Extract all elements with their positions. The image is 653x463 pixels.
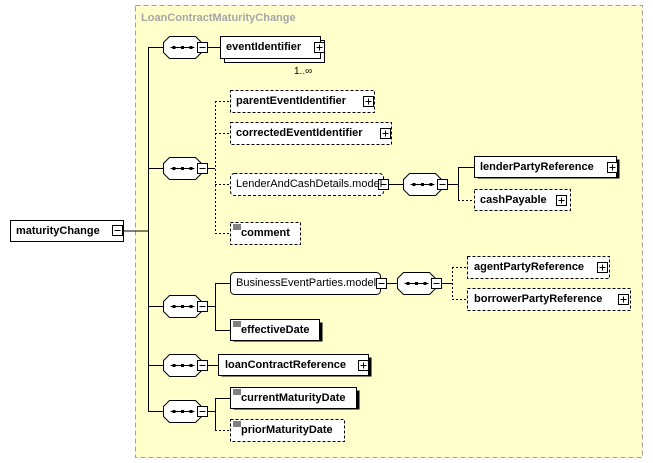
event-identifier-cardinality: 1..∞ <box>294 66 313 77</box>
cash-payable-label: cashPayable <box>480 194 547 206</box>
root-element-label: maturityChange <box>16 225 100 237</box>
cash-payable-box[interactable] <box>474 189 571 211</box>
comment-label: comment <box>241 227 290 239</box>
current-maturity-date-label: currentMaturityDate <box>241 392 346 404</box>
corrected-event-identifier-box[interactable] <box>230 122 392 145</box>
current-maturity-date-box[interactable] <box>230 387 357 409</box>
lender-and-cash-details-model-box[interactable] <box>230 173 384 196</box>
parent-event-identifier-label: parentEventIdentifier <box>236 95 347 107</box>
parent-event-identifier-box[interactable] <box>230 90 375 113</box>
borrower-party-reference-box[interactable] <box>467 288 631 311</box>
borrower-party-reference-label: borrowerPartyReference <box>474 293 603 305</box>
group-title: LoanContractMaturityChange <box>141 12 296 24</box>
event-identifier-label: eventIdentifier <box>226 41 302 53</box>
corrected-event-identifier-label: correctedEventIdentifier <box>236 127 363 139</box>
lender-party-reference-label: lenderPartyReference <box>480 161 594 173</box>
comment-box[interactable] <box>230 222 301 245</box>
business-event-parties-model-label: BusinessEventParties.model <box>236 277 377 289</box>
agent-party-reference-label: agentPartyReference <box>474 261 585 273</box>
lender-and-cash-details-model-label: LenderAndCashDetails.model <box>236 178 383 190</box>
effective-date-box[interactable] <box>230 319 320 341</box>
effective-date-label: effectiveDate <box>241 324 310 336</box>
loan-contract-reference-label: loanContractReference <box>225 359 347 371</box>
prior-maturity-date-label: priorMaturityDate <box>241 424 333 436</box>
group-container <box>135 5 643 458</box>
agent-party-reference-box[interactable] <box>467 256 610 279</box>
prior-maturity-date-box[interactable] <box>230 419 345 442</box>
